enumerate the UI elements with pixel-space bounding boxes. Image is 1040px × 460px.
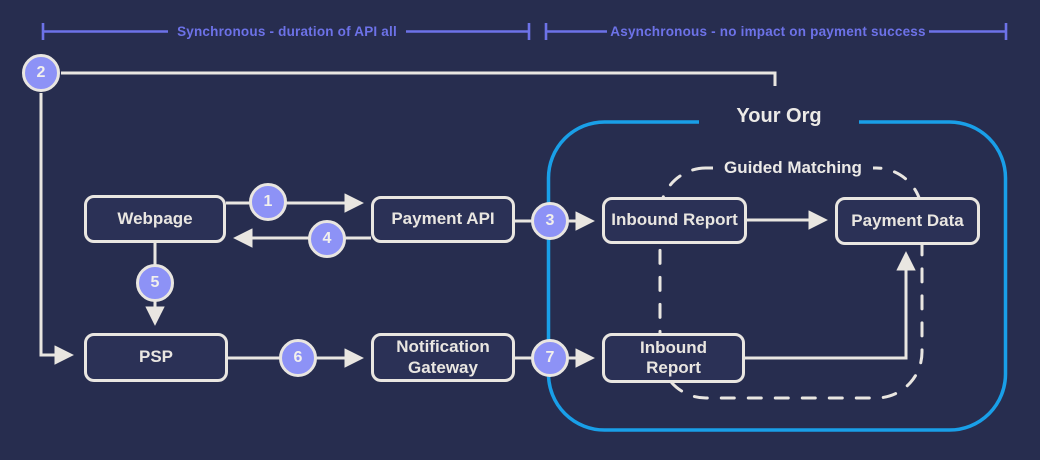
step-circle-7: 7: [531, 339, 569, 377]
step-circle-5: 5: [136, 264, 174, 302]
wire-step2-top: [61, 71, 777, 86]
wire-step2-to-psp: [39, 93, 74, 365]
step-circle-3: 3: [531, 202, 569, 240]
sync-bracket-label: Synchronous - duration of API all: [177, 24, 397, 39]
node-payment-data: Payment Data: [835, 197, 980, 245]
sync-bracket: [41, 23, 531, 40]
step-circle-1: 1: [249, 183, 287, 221]
guided-matching-label: Guided Matching: [713, 158, 873, 178]
node-psp: PSP: [84, 333, 228, 382]
node-payment-api: Payment API: [371, 196, 515, 243]
step-circle-2: 2: [22, 54, 60, 92]
wire-inbound-report-bottom-to-payment-data: [745, 251, 916, 360]
node-notification-gateway: Notification Gateway: [371, 333, 515, 382]
async-bracket: [544, 23, 1008, 40]
step-circle-6: 6: [279, 339, 317, 377]
node-webpage: Webpage: [84, 195, 226, 243]
step-circle-4: 4: [308, 220, 346, 258]
node-inbound-report-top: Inbound Report: [602, 197, 747, 244]
your-org-label: Your Org: [699, 105, 859, 128]
node-inbound-report-bottom: Inbound Report: [602, 333, 745, 383]
flow-wires: [39, 71, 916, 368]
async-bracket-label: Asynchronous - no impact on payment succ…: [610, 24, 926, 39]
